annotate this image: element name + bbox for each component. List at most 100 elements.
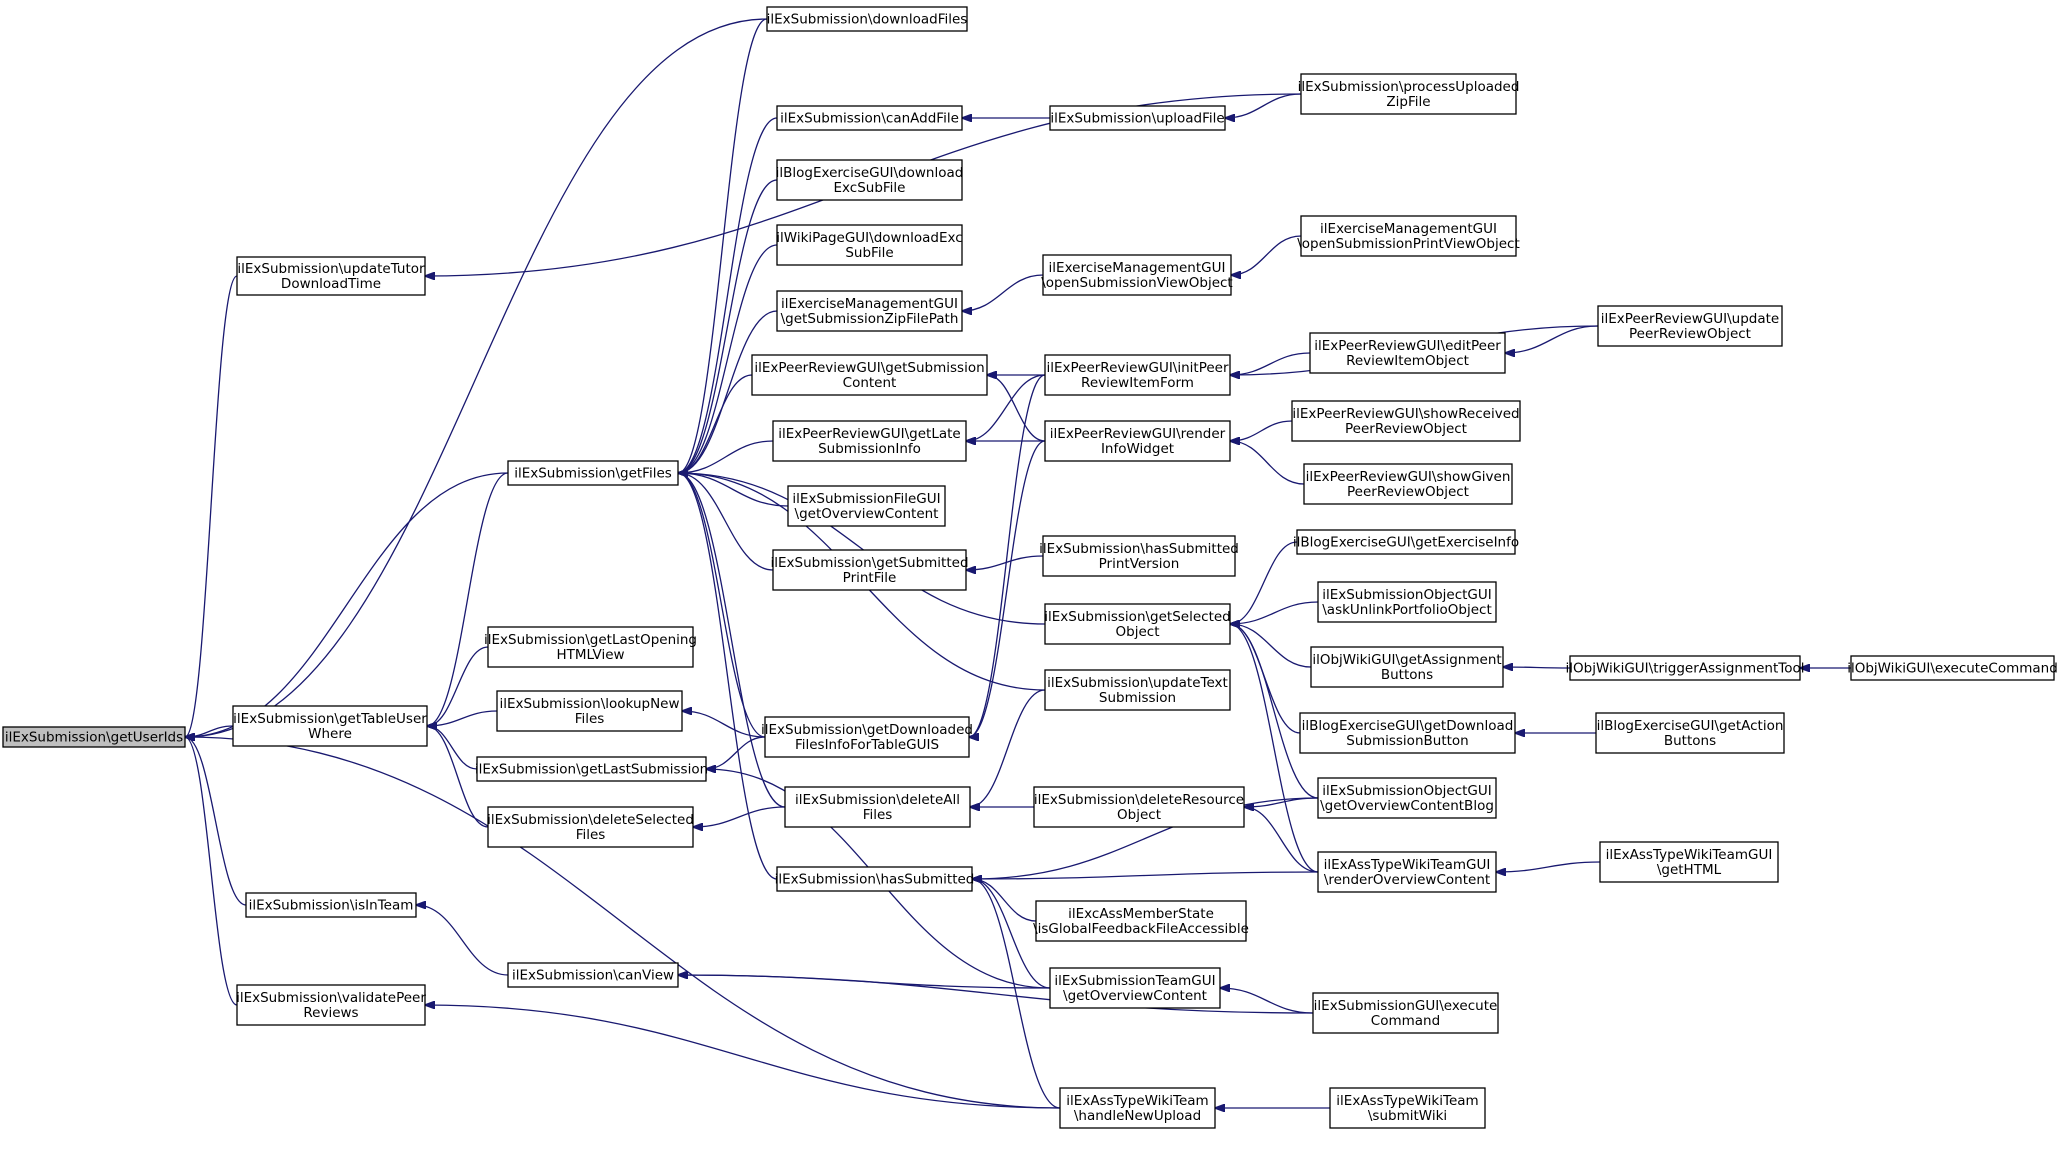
edge-blog-get-exercise-info-to-get-selected-object bbox=[1230, 541, 1298, 624]
node-box bbox=[764, 716, 970, 758]
node-open-submission-view-object[interactable]: ilExerciseManagementGUI\openSubmissionVi… bbox=[1041, 254, 1233, 296]
node-label: ilObjWikiGUI\triggerAssignmentTool bbox=[1566, 661, 1805, 677]
node-file-get-overview-content[interactable]: ilExSubmissionFileGUI\getOverviewContent bbox=[787, 485, 946, 527]
node-get-downloaded-files-info-for-table-guis[interactable]: ilExSubmission\getDownloadedFilesInfoFor… bbox=[761, 716, 973, 758]
edge-render-info-widget-to-get-downloaded-files-info-for-table-guis bbox=[969, 440, 1046, 737]
node-box bbox=[772, 420, 967, 462]
node-label: ilExSubmission\uploadFile bbox=[1050, 111, 1224, 127]
node-trigger-assignment-tool[interactable]: ilObjWikiGUI\triggerAssignmentTool bbox=[1566, 655, 1805, 681]
node-label: ilExSubmission\getFiles bbox=[514, 466, 672, 482]
node-get-overview-content-blog[interactable]: ilExSubmissionObjectGUI\getOverviewConte… bbox=[1317, 777, 1497, 819]
node-label: ilExSubmission\getTableUser bbox=[233, 711, 427, 727]
node-label: DownloadTime bbox=[281, 276, 381, 292]
node-ask-unlink-portfolio-object[interactable]: ilExSubmissionObjectGUI\askUnlinkPortfol… bbox=[1317, 581, 1497, 623]
node-label: \getOverviewContent bbox=[1063, 988, 1207, 1004]
node-show-received-peer-review-object[interactable]: ilExPeerReviewGUI\showReceivedPeerReview… bbox=[1291, 400, 1521, 442]
edge-ask-unlink-portfolio-object-to-get-selected-object bbox=[1230, 601, 1319, 624]
node-open-submission-print-view-object[interactable]: ilExerciseManagementGUI\openSubmissionPr… bbox=[1297, 215, 1520, 257]
node-can-add-file[interactable]: ilExSubmission\canAddFile bbox=[776, 105, 963, 131]
node-label: ilExSubmission\getLastSubmission bbox=[475, 762, 708, 778]
node-has-submitted[interactable]: ilExSubmission\hasSubmitted bbox=[775, 866, 975, 892]
node-label: FilesInfoForTableGUIS bbox=[795, 737, 939, 753]
node-show-given-peer-review-object[interactable]: ilExPeerReviewGUI\showGivenPeerReviewObj… bbox=[1303, 463, 1513, 505]
node-is-global-feedback-file-accessible[interactable]: ilExcAssMemberState\isGlobalFeedbackFile… bbox=[1033, 900, 1249, 942]
edge-get-overview-content-blog-to-has-submitted bbox=[972, 797, 1319, 879]
node-get-files[interactable]: ilExSubmission\getFiles bbox=[507, 460, 679, 486]
edge-init-peer-review-item-form-to-get-late-submission-info bbox=[966, 374, 1046, 441]
edge-get-submitted-print-file-to-get-files bbox=[678, 473, 774, 571]
node-label: ilExSubmission\isInTeam bbox=[249, 898, 414, 914]
edge-get-submission-content-to-get-files bbox=[678, 374, 753, 473]
node-get-last-submission[interactable]: ilExSubmission\getLastSubmission bbox=[475, 756, 708, 782]
node-label: ilBlogExerciseGUI\download bbox=[776, 165, 964, 181]
node-box bbox=[766, 6, 968, 32]
node-box bbox=[772, 549, 967, 591]
node-execute-command-submission[interactable]: ilExSubmissionGUI\executeCommand bbox=[1312, 992, 1499, 1034]
node-label: \askUnlinkPortfolioObject bbox=[1322, 602, 1492, 618]
node-is-in-team[interactable]: ilExSubmission\isInTeam bbox=[245, 892, 417, 918]
node-box bbox=[245, 892, 417, 918]
node-submit-wiki[interactable]: ilExAssTypeWikiTeam\submitWiki bbox=[1329, 1087, 1486, 1129]
node-label: ilBlogExerciseGUI\getExerciseInfo bbox=[1293, 535, 1519, 551]
node-download-files[interactable]: ilExSubmission\downloadFiles bbox=[766, 6, 968, 32]
node-label: ilExSubmission\canAddFile bbox=[780, 111, 959, 127]
node-label: Buttons bbox=[1664, 733, 1716, 749]
node-get-download-submission-button[interactable]: ilBlogExerciseGUI\getDownloadSubmissionB… bbox=[1299, 712, 1516, 754]
edge-init-peer-review-item-form-to-get-downloaded-files-info-for-table-guis bbox=[969, 374, 1046, 737]
node-get-html[interactable]: ilExAssTypeWikiTeamGUI\getHTML bbox=[1599, 841, 1779, 883]
node-label: ilExSubmission\deleteResource bbox=[1034, 792, 1244, 808]
node-edit-peer-review-item-object[interactable]: ilExPeerReviewGUI\editPeerReviewItemObje… bbox=[1309, 332, 1506, 374]
node-team-get-overview-content[interactable]: ilExSubmissionTeamGUI\getOverviewContent bbox=[1049, 967, 1221, 1009]
edge-update-peer-review-object-to-edit-peer-review-item-object bbox=[1505, 325, 1599, 353]
edge-delete-all-files-to-get-files bbox=[678, 473, 786, 808]
node-get-user-ids[interactable]: ilExSubmission\getUserIds bbox=[2, 726, 186, 748]
edge-get-overview-content-blog-to-get-selected-object bbox=[1230, 624, 1319, 799]
node-label: ilExAssTypeWikiTeamGUI bbox=[1606, 847, 1773, 863]
node-box bbox=[232, 705, 428, 747]
node-handle-new-upload[interactable]: ilExAssTypeWikiTeam\handleNewUpload bbox=[1059, 1087, 1216, 1129]
node-upload-file[interactable]: ilExSubmission\uploadFile bbox=[1049, 105, 1226, 131]
node-label: Files bbox=[575, 711, 605, 727]
node-box bbox=[487, 806, 694, 848]
node-label: ilExSubmission\canView bbox=[512, 968, 674, 984]
node-label: ZipFile bbox=[1386, 94, 1430, 110]
node-label: ilBlogExerciseGUI\getAction bbox=[1597, 718, 1784, 734]
edge-handle-new-upload-to-validate-peer-reviews bbox=[425, 1005, 1061, 1109]
node-label: ilExPeerReviewGUI\getSubmission bbox=[754, 360, 984, 376]
edge-execute-command-submission-to-can-view bbox=[678, 975, 1314, 1014]
node-label: ilExPeerReviewGUI\render bbox=[1050, 426, 1226, 442]
node-get-submission-zip-file-path[interactable]: ilExerciseManagementGUI\getSubmissionZip… bbox=[776, 290, 963, 332]
edge-has-submitted-to-get-files bbox=[678, 473, 778, 880]
node-render-overview-content[interactable]: ilExAssTypeWikiTeamGUI\renderOverviewCon… bbox=[1317, 851, 1497, 893]
node-box bbox=[1317, 851, 1497, 893]
node-box bbox=[1059, 1087, 1216, 1129]
node-execute-command-wiki[interactable]: ilObjWikiGUI\executeCommand bbox=[1847, 655, 2058, 681]
node-label: \getSubmissionZipFilePath bbox=[781, 311, 959, 327]
node-box bbox=[787, 485, 946, 527]
node-blog-get-exercise-info[interactable]: ilBlogExerciseGUI\getExerciseInfo bbox=[1293, 529, 1519, 555]
edge-layer bbox=[185, 18, 1851, 1109]
node-can-view[interactable]: ilExSubmission\canView bbox=[507, 962, 679, 988]
